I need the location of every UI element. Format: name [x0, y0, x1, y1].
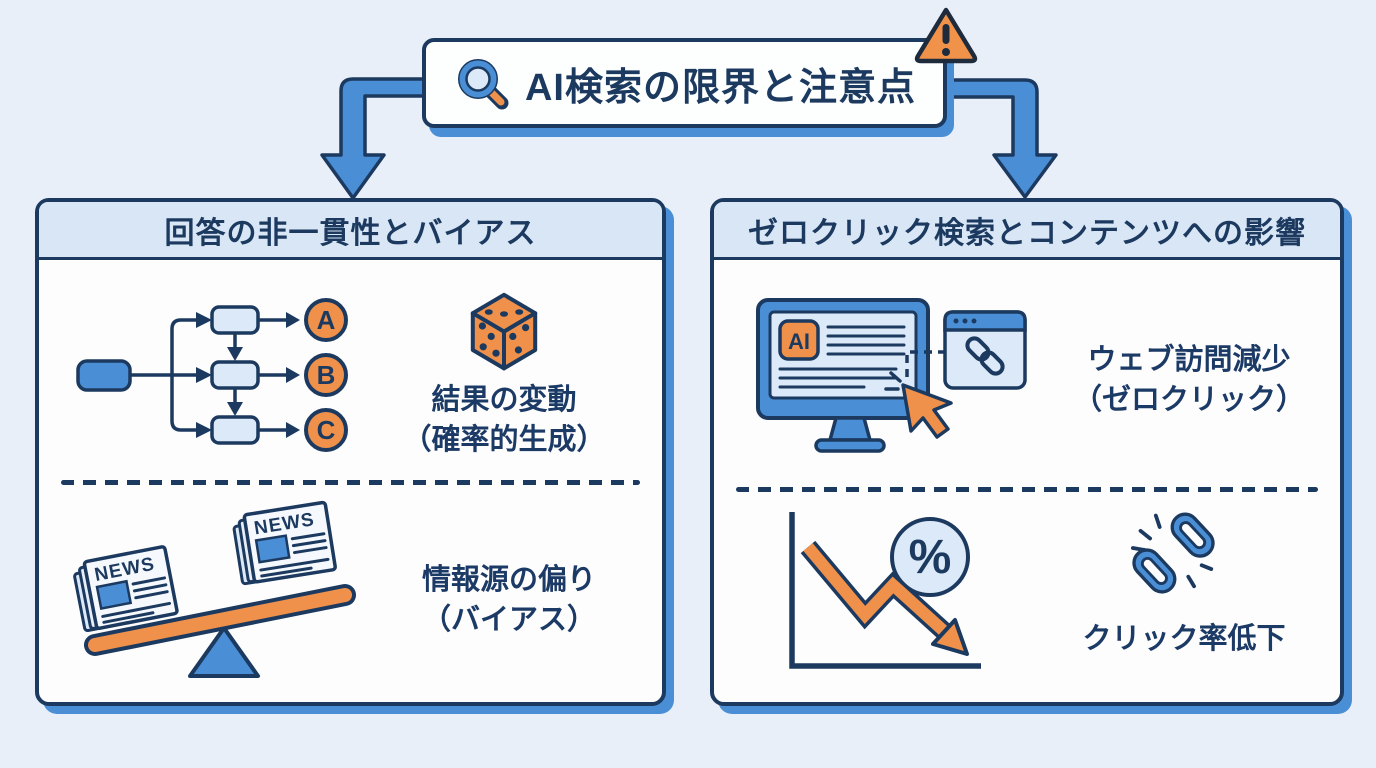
title-box: AI検索の限界と注意点	[422, 38, 947, 128]
right-panel-divider	[736, 487, 1318, 492]
link-popup-window	[943, 310, 1027, 390]
right-panel-body: AI	[714, 260, 1340, 699]
percent-label: %	[909, 531, 952, 584]
variation-block: 結果の変動 （確率的生成）	[369, 290, 639, 460]
monitor-base	[814, 438, 886, 453]
percent-circle	[890, 517, 970, 597]
output-c-label: C	[317, 415, 336, 445]
decline-arrow	[803, 543, 952, 639]
bias-block: 情報源の偏り （バイアス）	[369, 560, 649, 640]
variation-label-line1: 結果の変動	[431, 384, 577, 416]
dice-icon	[470, 292, 538, 371]
left-panel-header: 回答の非一貫性とバイアス	[39, 202, 662, 260]
zero-click-block: ウェブ訪問減少 （ゼロクリック）	[1044, 340, 1334, 420]
panel-inconsistency-bias: 回答の非一貫性とバイアス	[35, 198, 666, 706]
down-arrow-right	[933, 78, 1058, 199]
balance-plank	[88, 588, 352, 652]
chain-link-icon	[1130, 512, 1215, 594]
screen-text-lines	[778, 325, 906, 389]
flowchart-mid-nodes	[210, 305, 260, 445]
ctr-block: クリック率低下	[1044, 506, 1324, 659]
link-glyph-icon	[965, 336, 1005, 376]
connector-arrows	[320, 77, 1058, 200]
monitor-stand	[827, 416, 873, 442]
left-panel-body: A B C	[39, 260, 662, 699]
output-a-label: A	[317, 305, 336, 335]
ctr-label: クリック率低下	[1082, 623, 1286, 655]
ai-badge-label: AI	[788, 329, 810, 354]
flowchart-input-node	[76, 359, 132, 392]
ai-search-monitor-icon: AI	[756, 298, 1027, 453]
flowchart-output-nodes: A B C	[304, 298, 348, 452]
flowchart-icon: A B C	[76, 298, 348, 452]
output-b-label: B	[317, 360, 336, 390]
down-arrow-left	[320, 77, 442, 200]
magnifier-icon	[457, 59, 509, 110]
news-balance-icon: NEWS NEWS	[73, 500, 356, 678]
balance-fulcrum	[188, 626, 260, 678]
newspaper-stack-left: NEWS	[73, 545, 179, 633]
broken-link-dashes	[884, 350, 944, 391]
right-panel-header: ゼロクリック検索とコンテンツへの影響	[714, 202, 1340, 260]
newspaper-stack-right: NEWS	[232, 500, 337, 586]
zero-click-label-line1: ウェブ訪問減少	[1087, 344, 1291, 376]
ai-badge	[778, 319, 820, 361]
chart-axes	[789, 512, 981, 669]
warning-triangle-icon	[914, 7, 978, 64]
variation-label-line2: （確率的生成）	[402, 424, 606, 456]
zero-click-label-line2: （ゼロクリック）	[1072, 384, 1305, 416]
page-title: AI検索の限界と注意点	[524, 66, 916, 109]
cursor-icon	[901, 383, 953, 439]
left-panel-divider	[61, 480, 640, 485]
bias-label-line2: （バイアス）	[421, 604, 596, 636]
bias-label-line1: 情報源の偏り	[421, 564, 596, 596]
chain-spark-marks	[1130, 513, 1213, 589]
declining-chart-icon: %	[789, 512, 981, 669]
panel-zero-click: ゼロクリック検索とコンテンツへの影響 AI	[710, 198, 1344, 706]
